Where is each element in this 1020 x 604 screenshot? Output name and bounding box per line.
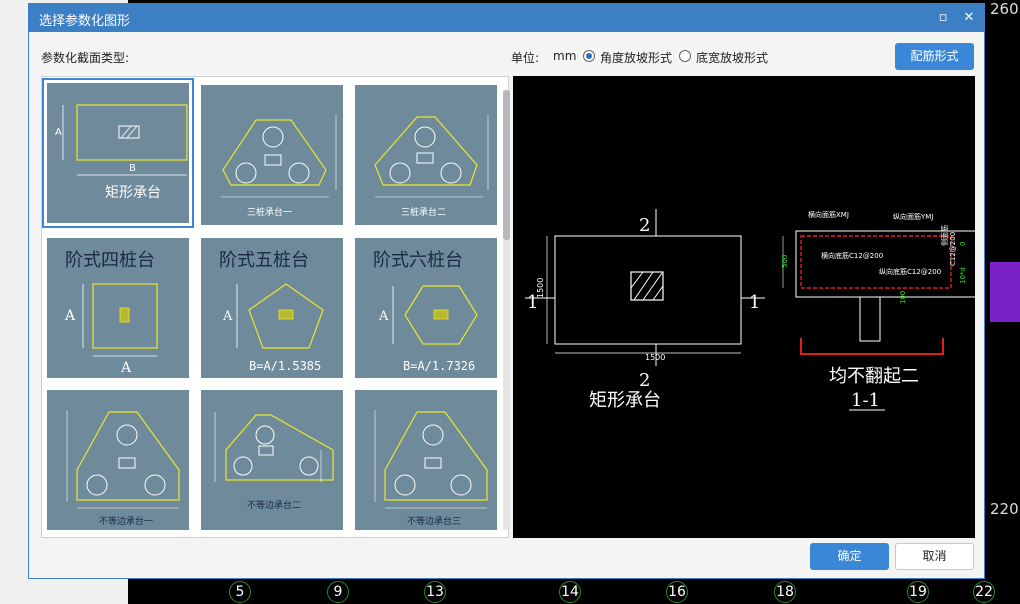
step5-label-a: A [222, 309, 233, 324]
thumb-unequal-cap-1[interactable]: 不等边承台一 [47, 390, 189, 530]
angle-slope-radio[interactable] [583, 50, 595, 62]
thumb-caption-unequal-1: 不等边承台一 [99, 515, 153, 527]
thumb-caption-step-four-pile: 阶式四桩台 [65, 250, 155, 271]
unit-value: mm [553, 49, 577, 63]
thumb-unequal-cap-3[interactable]: 不等边承台三 [355, 390, 497, 530]
shape-preview-canvas: 2 2 1 1 1500 1500 矩形承台 横向面筋XMJ 纵向面筋YMJ 横… [513, 76, 977, 538]
step4-label-a2: A [120, 360, 132, 376]
angle-slope-label[interactable]: 角度放坡形式 [600, 51, 673, 65]
section-mark-top: 2 [639, 215, 650, 236]
dialog-title: 选择参数化图形 [39, 14, 131, 29]
thumb-caption-step-five-pile: 阶式五桩台 [219, 250, 309, 271]
gallery-scrollbar[interactable] [503, 90, 510, 530]
axis-number-13: 13 [424, 581, 446, 603]
width-slope-radio[interactable] [679, 50, 691, 62]
shape-gallery: A B 矩形承台 三桩承台一 [41, 76, 509, 538]
close-icon[interactable]: ✕ [963, 10, 975, 25]
three-pile-2-drawing: 三桩承台二 [374, 115, 489, 218]
section-mark-right: 1 [749, 292, 760, 313]
side-rebar-label: 侧面筋 [940, 225, 949, 246]
rebar-v-top-label: 纵向面筋YMJ [893, 212, 933, 221]
axis-number-16: 16 [666, 581, 688, 603]
step4-label-a: A [64, 308, 76, 324]
thumb-caption-unequal-3: 不等边承台三 [407, 515, 461, 527]
side-rebar-spec: C12@200 [949, 232, 957, 266]
thumb-unequal-cap-2[interactable]: 不等边承台二 [201, 390, 343, 530]
background-dim-right: 220 [990, 500, 1019, 518]
section-type-label: 参数化截面类型: [41, 51, 130, 65]
rebar-h-bottom-label: 横向底筋C12@200 [821, 251, 883, 260]
thumb-caption-unequal-2: 不等边承台二 [247, 499, 301, 511]
three-pile-1-drawing: 三桩承台一 [221, 115, 337, 218]
thumb-step-five-pile[interactable]: 阶式五桩台 A B=A/1.5385 [201, 238, 343, 378]
axis-number-5: 5 [229, 581, 251, 603]
thumb-caption-step-six-pile: 阶式六桩台 [373, 250, 463, 271]
preview-section-label: 1-1 [851, 390, 880, 411]
preview-shape-name: 矩形承台 [589, 390, 661, 411]
axis-number-19: 19 [907, 581, 929, 603]
section-dim-10d: 10*d [959, 267, 967, 284]
thumb-step-four-pile[interactable]: 阶式四桩台 A A [47, 238, 189, 378]
thumb-three-pile-cap-1[interactable]: 三桩承台一 [201, 85, 343, 225]
step-four-pile-drawing: 阶式四桩台 A A [64, 250, 158, 376]
axis-number-9: 9 [327, 581, 349, 603]
rebar-form-button[interactable]: 配筋形式 [895, 43, 974, 70]
preview-drawing: 2 2 1 1 1500 1500 矩形承台 横向面筋XMJ 纵向面筋YMJ 横… [525, 209, 977, 411]
axis-number-18: 18 [774, 581, 796, 603]
thumb-rect-cap[interactable]: A B 矩形承台 [42, 78, 194, 228]
thumb-caption-three-pile-1: 三桩承台一 [247, 206, 292, 218]
unequal-3-drawing: 不等边承台三 [374, 410, 488, 527]
rebar-h-top-label: 横向面筋XMJ [808, 210, 849, 219]
rect-label-a: A [55, 127, 62, 138]
step6-label-a: A [378, 309, 389, 324]
thumb-caption-three-pile-2: 三桩承台二 [401, 206, 446, 218]
gallery-scroll-thumb[interactable] [503, 90, 510, 240]
step-six-pile-drawing: 阶式六桩台 A B=A/1.7326 [373, 250, 478, 373]
unequal-1-drawing: 不等边承台一 [66, 410, 180, 527]
step6-formula: B=A/1.7326 [403, 359, 475, 373]
preview-rebar-caption: 均不翻起二 [829, 366, 919, 387]
thumb-caption-rect-cap: 矩形承台 [105, 185, 161, 201]
cancel-button[interactable]: 取消 [895, 543, 974, 570]
maximize-icon[interactable]: ▫ [938, 10, 948, 25]
axis-number-14: 14 [559, 581, 581, 603]
section-dim-0: 0 [959, 242, 967, 246]
axis-number-22: 22 [973, 581, 995, 603]
dialog-titlebar[interactable]: 选择参数化图形 ▫ ✕ [29, 4, 984, 32]
width-slope-label[interactable]: 底宽放坡形式 [696, 51, 769, 65]
background-dim-top-right: 260 [990, 0, 1019, 18]
rebar-v-bottom-label: 纵向底筋C12@200 [879, 267, 941, 276]
background-canvas-right [985, 0, 1020, 604]
background-purple-block [990, 262, 1020, 322]
step-five-pile-drawing: 阶式五桩台 A B=A/1.5385 [219, 250, 324, 373]
section-mark-left: 1 [527, 292, 538, 313]
section-mark-bottom: 2 [639, 370, 650, 391]
rect-cap-drawing: A B 矩形承台 [55, 104, 188, 201]
rect-label-b: B [129, 163, 136, 174]
thumb-three-pile-cap-2[interactable]: 三桩承台二 [355, 85, 497, 225]
section-dim-500: 500 [781, 255, 789, 268]
ok-button[interactable]: 确定 [810, 543, 889, 570]
plan-dim-width: 1500 [645, 353, 665, 362]
unit-label: 单位: [511, 51, 540, 65]
plan-dim-height: 1500 [536, 278, 545, 298]
section-dim-100: 100 [899, 291, 907, 304]
thumb-step-six-pile[interactable]: 阶式六桩台 A B=A/1.7326 [355, 238, 497, 378]
parametric-shape-dialog: 选择参数化图形 ▫ ✕ 参数化截面类型: 单位: mm 角度放坡形式 底宽放坡形… [28, 3, 985, 579]
step5-formula: B=A/1.5385 [249, 359, 321, 373]
unequal-2-drawing: 不等边承台二 [214, 412, 334, 511]
